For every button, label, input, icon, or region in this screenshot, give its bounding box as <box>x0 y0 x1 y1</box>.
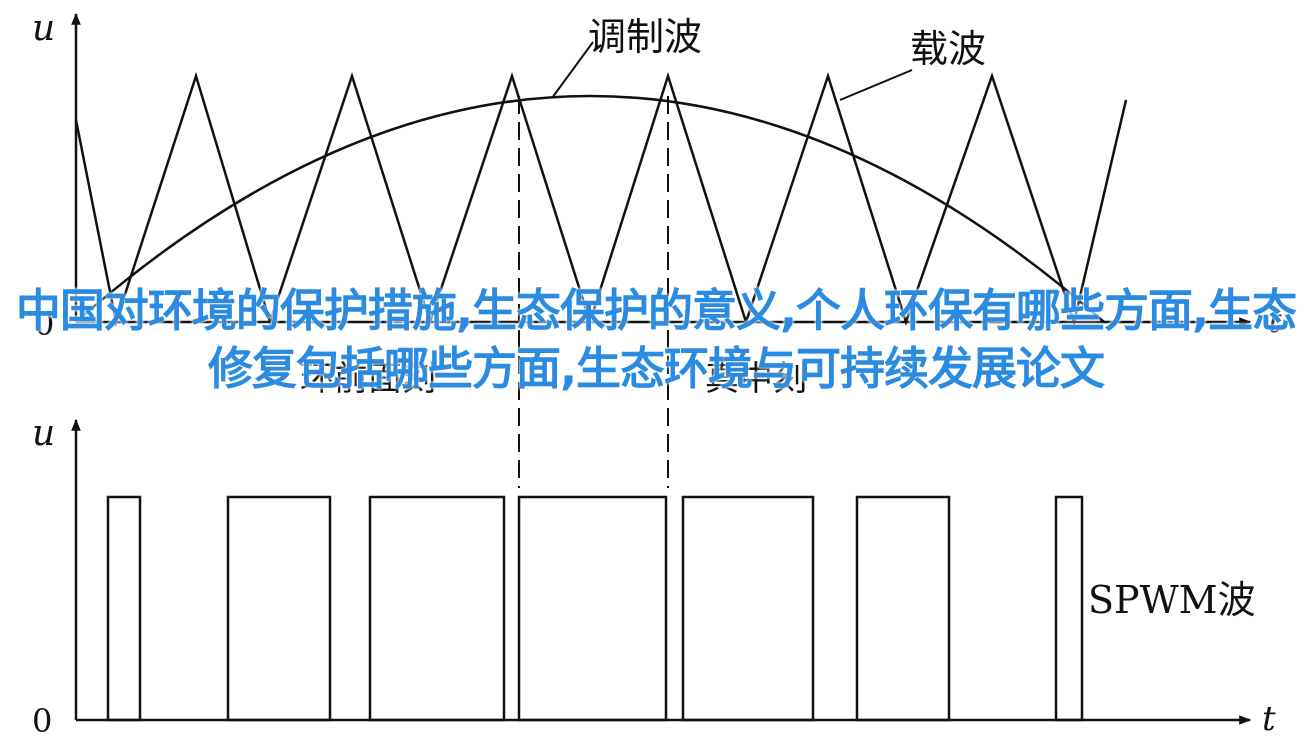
u-label-top: u <box>32 8 55 49</box>
spwm-pulse <box>1054 495 1084 722</box>
spwm-pulse <box>226 495 332 722</box>
spwm-pulse <box>517 495 668 722</box>
carrier-leader <box>839 69 913 101</box>
carrier-wave-triangle <box>74 71 1128 327</box>
u-label-bottom: u <box>32 413 55 454</box>
spwm-wave-label: SPWM波 <box>1088 578 1256 622</box>
spwm-pulses <box>106 495 1084 722</box>
zero-label-top: 0 <box>34 305 54 343</box>
carrier-wave-label: 载波 <box>910 27 986 71</box>
hidden-label-left: 环前面刻 <box>300 359 436 399</box>
t-label-top: t <box>1268 301 1282 341</box>
spwm-pulse <box>681 495 815 722</box>
modulating-wave-label: 调制波 <box>588 15 702 59</box>
hidden-label-right: 真中刻 <box>705 359 807 399</box>
spwm-pulse <box>106 495 142 722</box>
spwm-pulse <box>368 495 506 722</box>
modulating-leader <box>551 41 594 99</box>
zero-label-bottom: 0 <box>32 702 52 740</box>
spwm-pulse <box>855 495 951 722</box>
modulating-wave-curve <box>75 94 1105 323</box>
t-label-bottom: t <box>1262 699 1276 739</box>
overlay-title: 中国对环境的保护措施,生态保护的意义,个人环保有哪些方面,生态修复包括哪些方面,… <box>15 284 1297 395</box>
